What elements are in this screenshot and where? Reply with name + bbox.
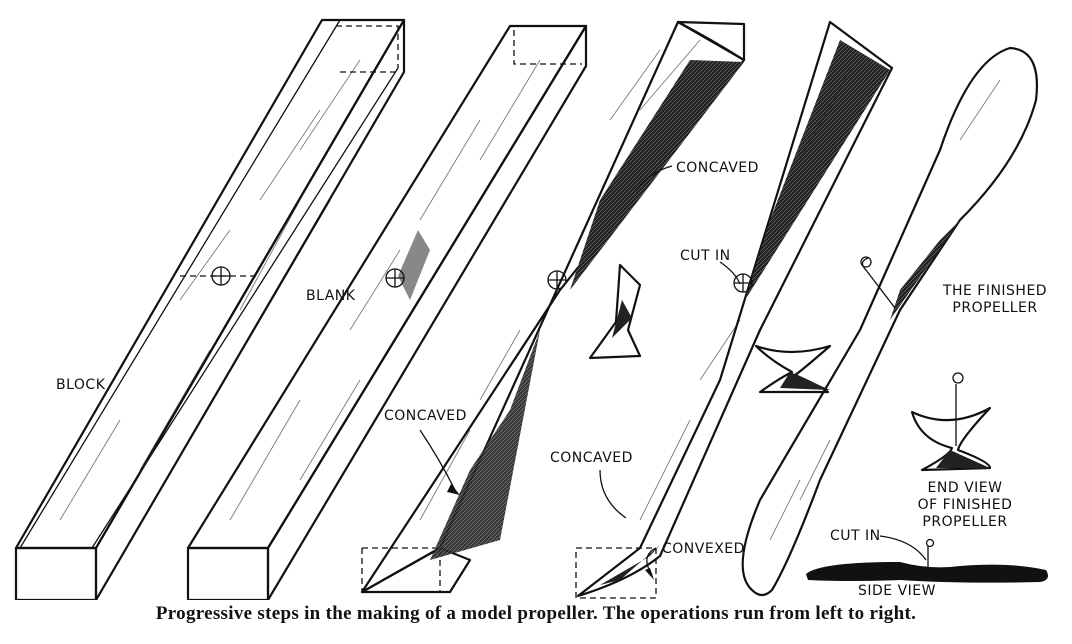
end-view-drawing [910, 372, 992, 472]
label-end-view-line1: END VIEW [927, 480, 1003, 496]
label-cut-in-side: CUT IN [830, 528, 881, 544]
finished-propeller [741, 46, 1038, 597]
label-concaved-mid: CONCAVED [384, 408, 467, 424]
label-end-view: END VIEW OF FINISHED PROPELLER [905, 480, 1025, 531]
leader-lines [419, 165, 927, 580]
label-blank: BLANK [306, 288, 356, 304]
block-step [14, 18, 406, 600]
label-finished-line2: PROPELLER [952, 300, 1038, 316]
blank-step [186, 24, 588, 600]
concaved-step [360, 20, 746, 594]
label-end-view-line3: PROPELLER [922, 514, 1008, 530]
concaved-convexed-step [575, 20, 894, 599]
figure-caption: Progressive steps in the making of a mod… [155, 603, 917, 624]
label-concaved-top: CONCAVED [676, 160, 759, 176]
label-side-view: SIDE VIEW [858, 583, 936, 599]
label-end-view-line2: OF FINISHED [917, 497, 1013, 513]
label-cut-in-top: CUT IN [680, 248, 731, 264]
label-block: BLOCK [56, 377, 106, 393]
label-finished-line1: THE FINISHED [942, 283, 1048, 299]
label-concaved-low: CONCAVED [550, 450, 633, 466]
side-view-drawing [806, 538, 1048, 583]
propeller-steps-illustration [14, 18, 1048, 600]
label-convexed: CONVEXED [662, 541, 745, 557]
label-finished-propeller: THE FINISHED PROPELLER [935, 283, 1055, 317]
